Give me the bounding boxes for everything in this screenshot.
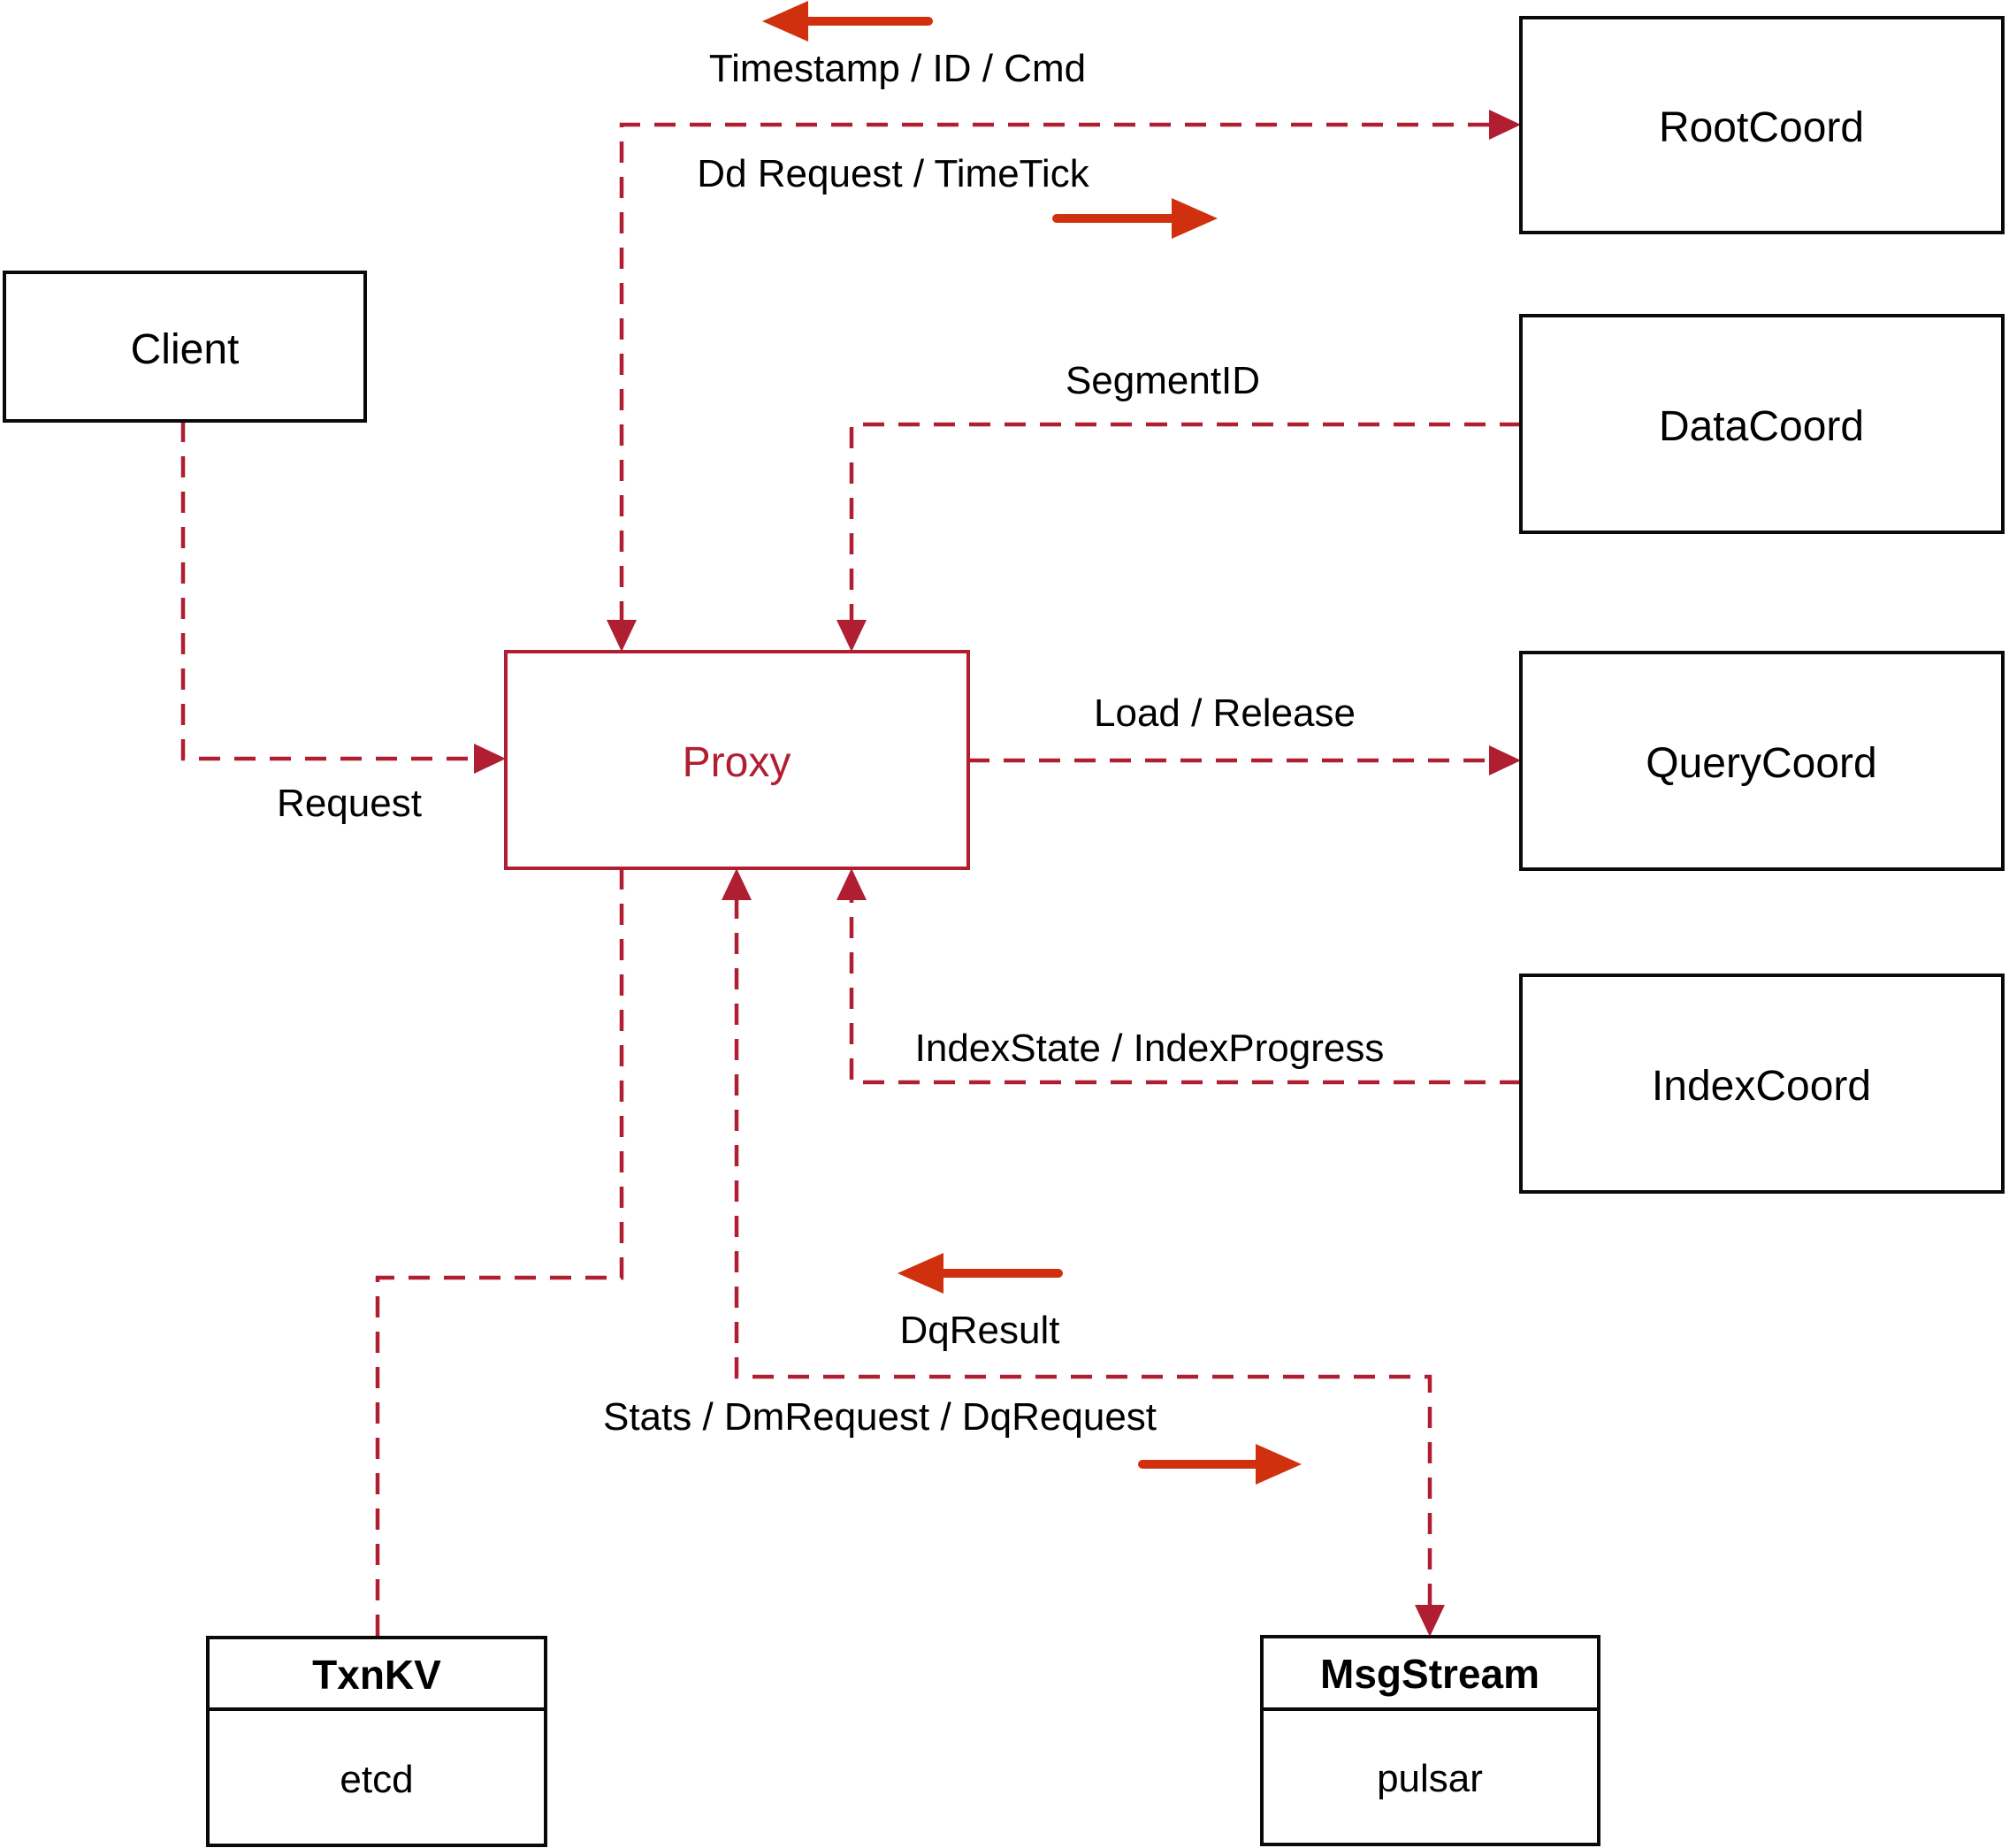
dd-request-direction-right-arrow-icon	[1052, 198, 1218, 239]
msgstream-title: MsgStream	[1320, 1651, 1539, 1697]
datacoord-label: DataCoord	[1659, 403, 1864, 450]
edge-datacoord-to-proxy	[849, 422, 1521, 622]
arrowhead-into-proxy-top-right-icon	[836, 620, 867, 652]
proxy-label: Proxy	[683, 739, 791, 786]
arrow-head	[762, 1, 808, 42]
edge-proxy-rootcoord	[619, 122, 1491, 622]
txnkv-title: TxnKV	[312, 1652, 441, 1698]
edge-proxy-to-txnkv	[375, 868, 624, 1636]
client-box	[3, 271, 367, 423]
arrow-head	[1256, 1444, 1302, 1485]
indexcoord-label: IndexCoord	[1652, 1063, 1871, 1110]
edge-label-stats-dm-dq-request: Stats / DmRequest / DqRequest	[603, 1395, 1157, 1439]
msgstream-box	[1260, 1635, 1600, 1846]
node-datacoord: DataCoord	[1519, 314, 2005, 534]
node-indexcoord: IndexCoord	[1519, 974, 2005, 1194]
edge-proxy-msgstream	[734, 897, 1432, 1607]
querycoord-label: QueryCoord	[1646, 740, 1876, 787]
edge-label-load-release: Load / Release	[1094, 691, 1356, 735]
edge-label-segment-id: SegmentID	[1066, 359, 1260, 402]
edge-label-dq-result: DqResult	[900, 1309, 1060, 1352]
node-msgstream: MsgStream pulsar	[1260, 1635, 1600, 1846]
txnkv-subtitle: etcd	[340, 1758, 413, 1801]
arrowhead-into-proxy-top-left-icon	[607, 620, 637, 652]
arrowhead-into-rootcoord-icon	[1489, 110, 1521, 140]
edge-label-indexstate-indexprogress: IndexState / IndexProgress	[915, 1027, 1385, 1070]
edge-label-request: Request	[277, 782, 422, 825]
timestamp-direction-left-arrow-icon	[762, 1, 933, 42]
arrowhead-into-querycoord-icon	[1489, 745, 1521, 775]
indexcoord-box	[1519, 974, 2005, 1194]
arrowhead-into-msgstream-icon	[1415, 1605, 1445, 1637]
dq-result-direction-left-arrow-icon	[898, 1253, 1063, 1294]
node-txnkv: TxnKV etcd	[206, 1636, 547, 1847]
rootcoord-box	[1519, 16, 2005, 234]
client-label: Client	[131, 326, 240, 373]
msgstream-subtitle: pulsar	[1377, 1757, 1483, 1800]
node-proxy: Proxy	[504, 650, 970, 870]
arrow-head	[1172, 198, 1218, 239]
querycoord-box	[1519, 651, 2005, 871]
edge-client-to-proxy	[180, 421, 477, 761]
edge-indexcoord-to-proxy	[849, 897, 1521, 1085]
arrowhead-into-proxy-bottom-right-icon	[836, 868, 867, 900]
edge-label-timestamp-id-cmd: Timestamp / ID / Cmd	[709, 47, 1086, 90]
node-querycoord: QueryCoord	[1519, 651, 2005, 871]
stats-direction-right-arrow-icon	[1138, 1444, 1302, 1485]
node-client: Client	[3, 271, 367, 423]
arrowhead-into-proxy-left-icon	[474, 744, 506, 774]
edge-label-dd-request-timetick: Dd Request / TimeTick	[697, 152, 1089, 195]
rootcoord-label: RootCoord	[1659, 104, 1864, 151]
arrowhead-into-proxy-bottom-middle-icon	[722, 868, 752, 900]
proxy-box	[504, 650, 970, 870]
arrow-head	[898, 1253, 943, 1294]
txnkv-box	[206, 1636, 547, 1847]
datacoord-box	[1519, 314, 2005, 534]
node-rootcoord: RootCoord	[1519, 16, 2005, 234]
